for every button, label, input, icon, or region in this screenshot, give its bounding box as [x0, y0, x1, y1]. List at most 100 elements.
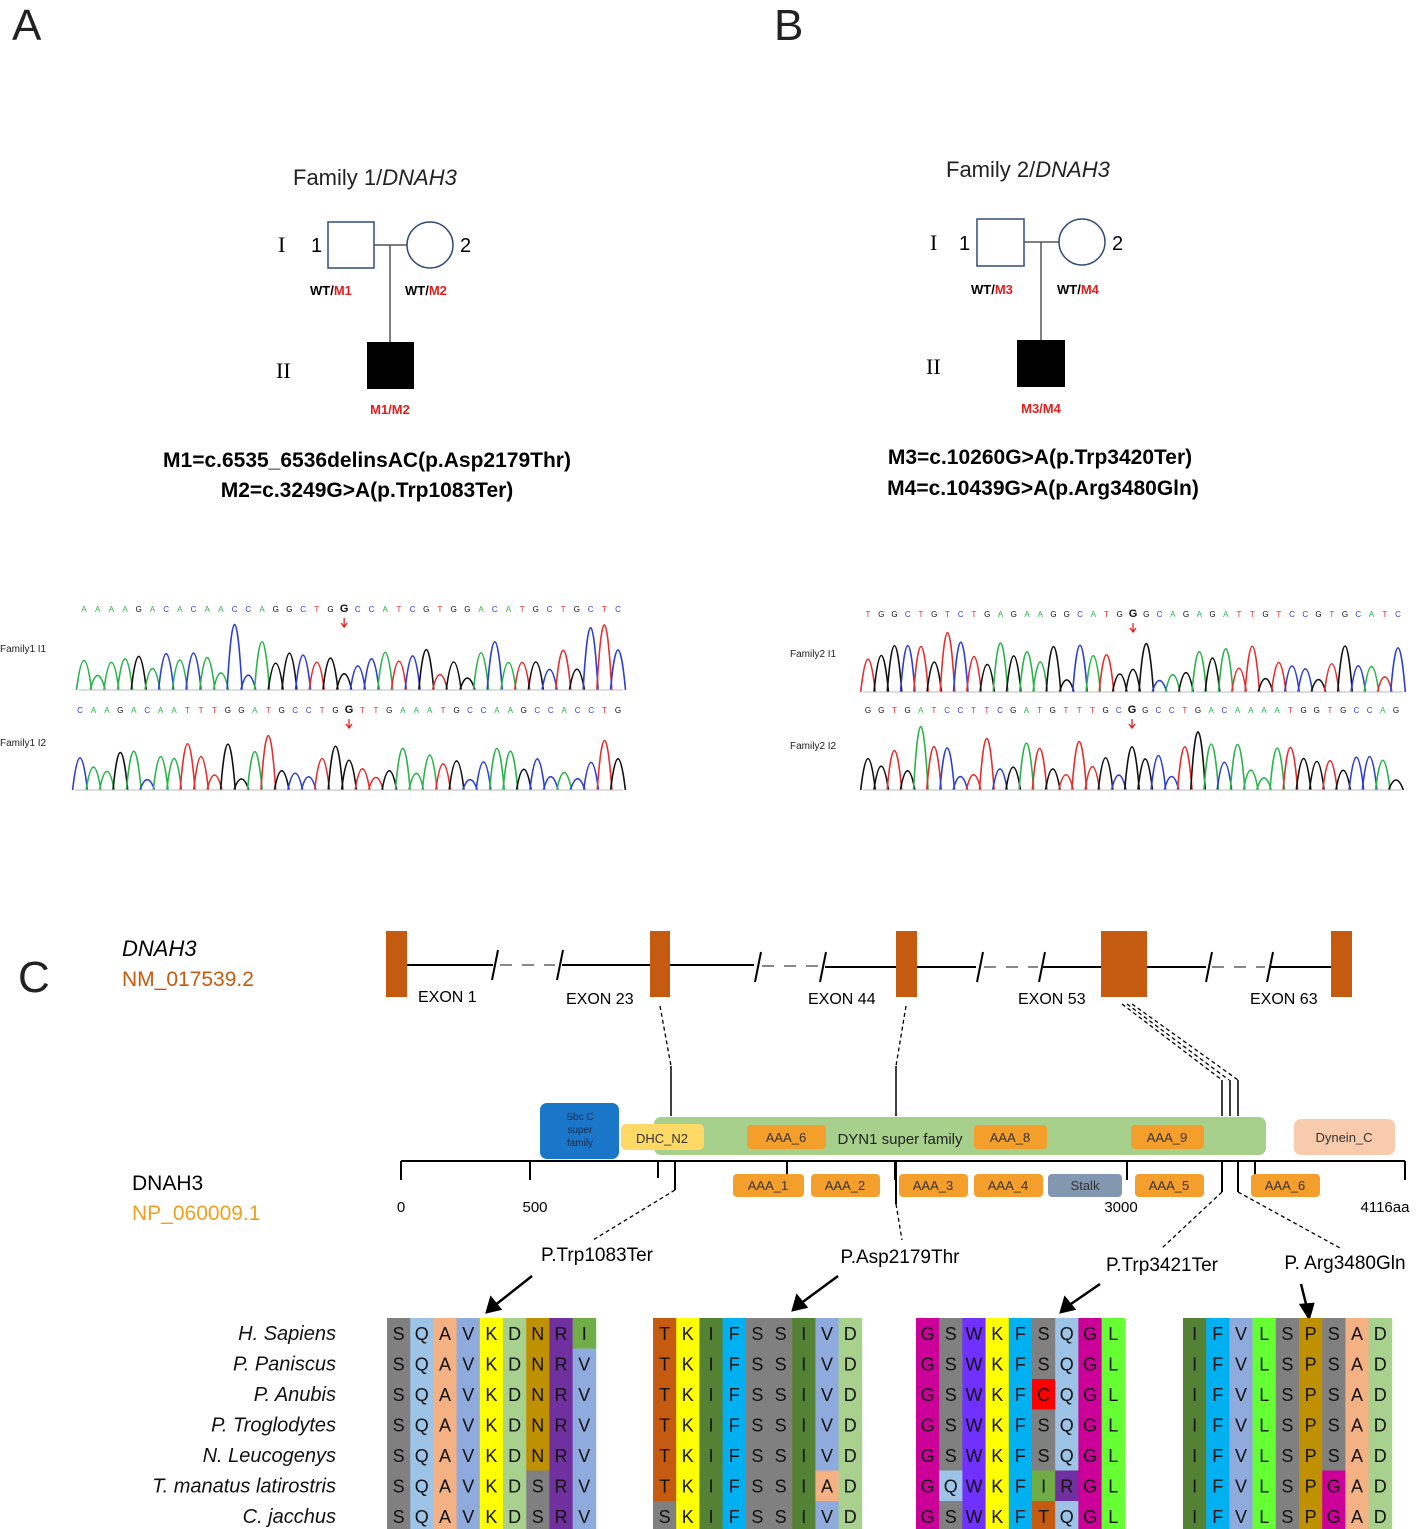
residue-letter: V	[578, 1446, 590, 1466]
residue-cell	[722, 1379, 747, 1410]
residue-letter: G	[1083, 1385, 1097, 1405]
base-call: C	[1355, 610, 1361, 619]
trace-peak	[979, 663, 996, 693]
trace-peak	[609, 758, 627, 791]
trace-peak	[1257, 677, 1274, 693]
residue-letter: D	[508, 1385, 521, 1405]
trace-peak	[859, 658, 877, 693]
residue-cell	[653, 1348, 677, 1380]
trace-peak	[273, 770, 290, 791]
residue-cell	[676, 1440, 700, 1471]
residue-cell	[916, 1318, 940, 1349]
residue-letter: K	[682, 1416, 694, 1436]
residue-cell	[1275, 1470, 1300, 1502]
residue-cell	[653, 1379, 677, 1410]
residue-cell	[769, 1318, 793, 1349]
trace-label: Family2 I2	[790, 741, 837, 752]
residue-cell	[572, 1318, 597, 1349]
trace-peak	[991, 768, 1009, 791]
trace-peak	[287, 772, 304, 791]
trace-peak	[609, 649, 627, 691]
residue-letter: S	[532, 1477, 544, 1497]
base-call: C	[410, 605, 416, 614]
residue-cell	[985, 1440, 1010, 1471]
residue-cell	[433, 1470, 457, 1502]
residue-letter: G	[921, 1355, 935, 1375]
base-call: C	[1222, 706, 1228, 715]
residue-cell	[410, 1501, 434, 1529]
trace-peak	[1297, 668, 1314, 693]
base-call: G	[1262, 610, 1268, 619]
residue-cell	[433, 1409, 457, 1441]
trace-peak	[354, 768, 371, 791]
residue-cell	[1055, 1318, 1079, 1349]
residue-letter: T	[659, 1446, 670, 1466]
trace-peak	[103, 661, 120, 691]
base-call: A	[91, 706, 97, 715]
residue-cell	[1206, 1348, 1230, 1380]
residue-letter: R	[555, 1324, 568, 1344]
domain-label: AAA_9	[1147, 1130, 1187, 1145]
residue-cell	[503, 1409, 527, 1441]
residue-letter: A	[1351, 1507, 1363, 1527]
residue-cell	[916, 1379, 940, 1410]
base-call: T	[266, 706, 271, 715]
trace-peak	[179, 742, 196, 791]
residue-letter: Q	[415, 1385, 429, 1405]
trace-peak	[1255, 777, 1273, 791]
residue-letter: S	[945, 1324, 957, 1344]
base-call: T	[1182, 706, 1187, 715]
base-call: T	[1329, 610, 1334, 619]
base-call: G	[1050, 610, 1056, 619]
residue-letter: N	[531, 1324, 544, 1344]
residue-cell	[815, 1318, 839, 1349]
residue-letter: K	[991, 1324, 1003, 1344]
residue-cell	[1055, 1409, 1079, 1441]
residue-cell	[1345, 1470, 1369, 1502]
residue-cell	[433, 1379, 457, 1410]
residue-letter: S	[751, 1355, 763, 1375]
base-call: G	[878, 706, 884, 715]
base-call: G	[521, 706, 527, 715]
residue-letter: G	[1327, 1507, 1341, 1527]
residue-cell	[1322, 1318, 1346, 1349]
residue-letter: K	[485, 1507, 497, 1527]
residue-letter: I	[1192, 1477, 1197, 1497]
trace-peak	[899, 770, 916, 791]
residue-cell	[653, 1318, 677, 1349]
variant-label: P.Trp1083Ter	[541, 1245, 654, 1266]
residue-cell	[1183, 1409, 1207, 1441]
residue-cell	[549, 1501, 573, 1529]
residue-letter: S	[751, 1446, 763, 1466]
base-call: A	[252, 706, 258, 715]
trace-peak	[1111, 673, 1128, 693]
base-call: G	[340, 603, 349, 615]
residue-letter: D	[844, 1324, 857, 1344]
residue-cell	[1008, 1318, 1033, 1349]
residue-cell	[699, 1409, 723, 1441]
residue-letter: S	[751, 1416, 763, 1436]
domain-aaa6-top	[747, 1125, 826, 1149]
residue-letter: I	[801, 1385, 806, 1405]
residue-letter: I	[801, 1507, 806, 1527]
trace-peak	[1071, 644, 1089, 693]
residue-letter: P	[1305, 1385, 1317, 1405]
base-call: G	[279, 706, 285, 715]
base-call: C	[492, 605, 498, 614]
trace-peak	[1229, 743, 1246, 791]
residue-letter: F	[729, 1446, 740, 1466]
base-call: A	[400, 706, 406, 715]
residue-cell	[1206, 1318, 1230, 1349]
residue-letter: S	[393, 1324, 405, 1344]
exon-block	[386, 931, 407, 997]
residue-cell	[1032, 1501, 1056, 1529]
pedigree-title: Family 2/DNAH3	[946, 157, 1111, 182]
base-call: G	[453, 706, 459, 715]
residue-cell	[456, 1470, 481, 1502]
base-call: G	[615, 706, 621, 715]
residue-cell	[479, 1470, 504, 1502]
residue-cell	[722, 1501, 747, 1529]
residue-cell	[1322, 1440, 1346, 1471]
residue-letter: Q	[415, 1355, 429, 1375]
